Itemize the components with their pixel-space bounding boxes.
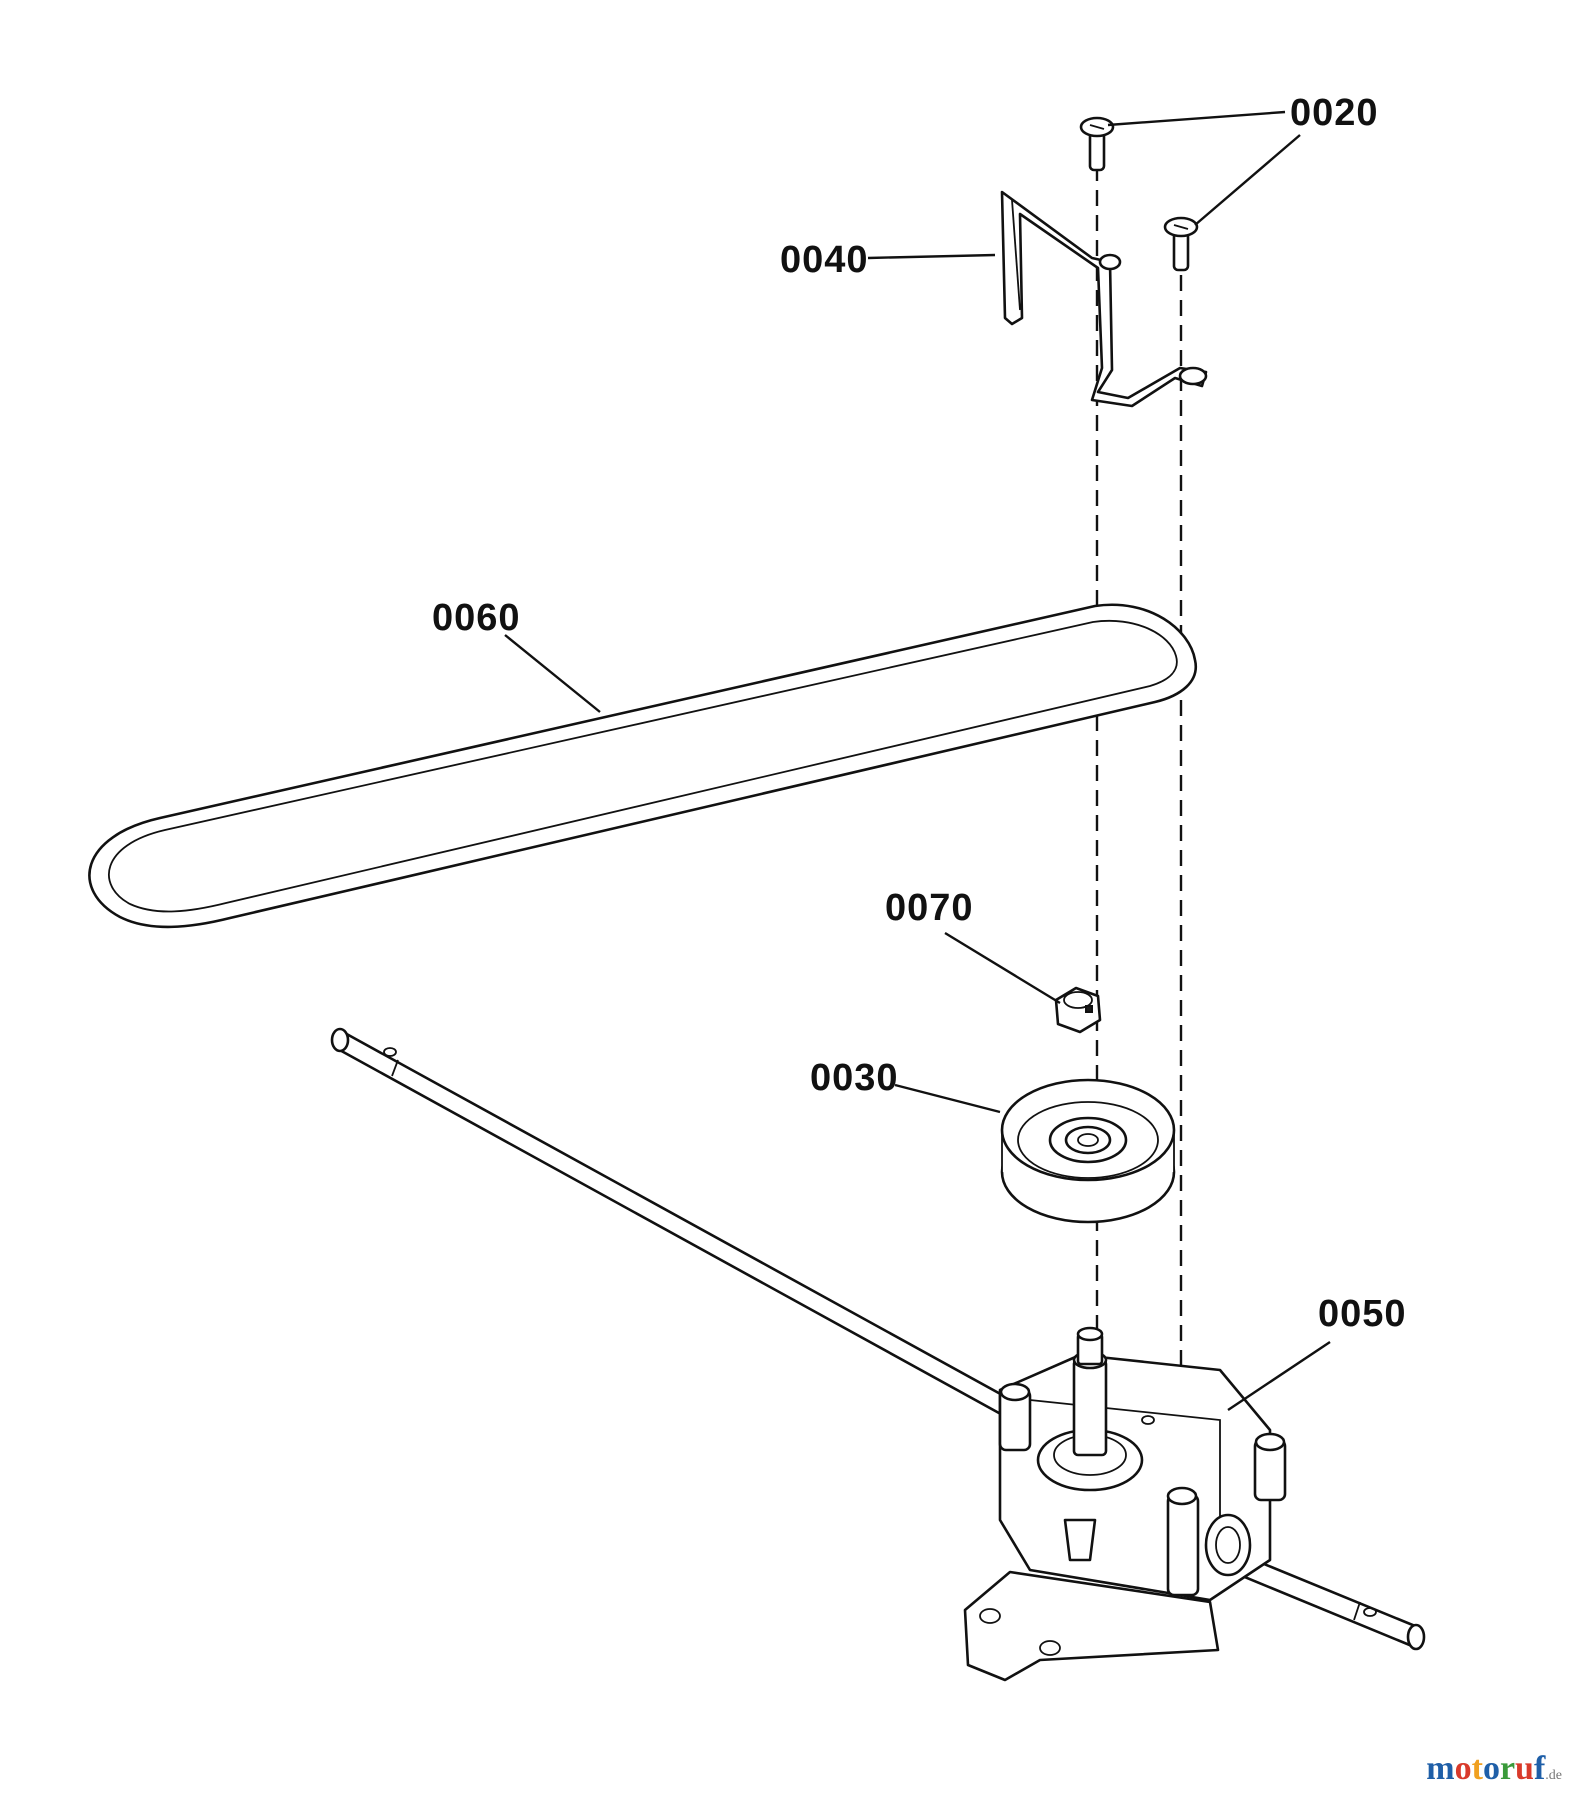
label-0020: 0020	[1290, 92, 1379, 134]
watermark-letter: r	[1499, 1750, 1516, 1787]
label-0040: 0040	[780, 239, 869, 281]
label-0030: 0030	[810, 1057, 899, 1099]
screw-upper[interactable]	[1079, 116, 1115, 172]
lock-nut[interactable]	[1054, 986, 1102, 1034]
watermark-letter: m	[1426, 1750, 1455, 1787]
label-0060: 0060	[432, 597, 521, 639]
watermark-wordmark: motoruf	[1426, 1750, 1545, 1787]
watermark-letter: t	[1471, 1750, 1483, 1787]
label-0070: 0070	[885, 887, 974, 929]
v-belt-pulley[interactable]	[1000, 1078, 1176, 1224]
axle-shaft[interactable]	[330, 1027, 1426, 1651]
watermark-letter: u	[1515, 1750, 1534, 1787]
watermark-logo: motoruf.de	[1426, 1750, 1562, 1788]
watermark-letter: o	[1482, 1750, 1500, 1787]
gearbox-transmission[interactable]	[963, 1326, 1287, 1682]
leader-lines	[504, 110, 1331, 1411]
watermark-tld: .de	[1545, 1768, 1562, 1783]
v-belt[interactable]	[88, 603, 1198, 929]
screw-lower[interactable]	[1163, 216, 1199, 272]
label-0050: 0050	[1318, 1293, 1407, 1335]
part-labels: 0020 0040 0060 0070 0030 0050	[432, 92, 1407, 1335]
watermark-letter: o	[1454, 1750, 1472, 1787]
belt-guide-bracket[interactable]	[1000, 190, 1208, 408]
watermark-letter: f	[1533, 1750, 1546, 1787]
